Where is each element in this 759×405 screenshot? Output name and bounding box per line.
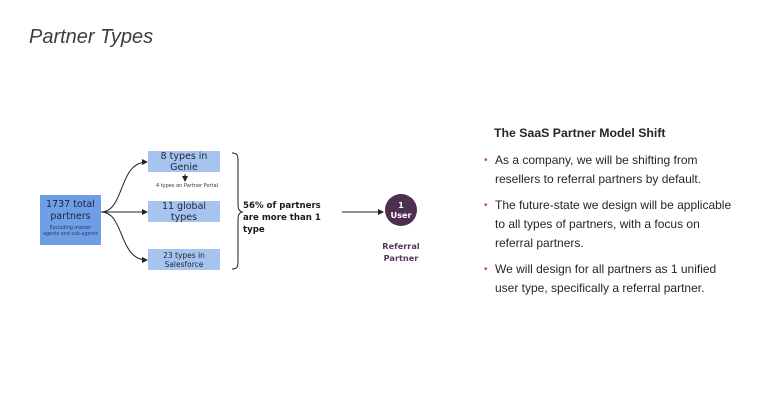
total-partners-note: Excluding master agents and sub-agents xyxy=(42,226,99,237)
user-circle: 1 User xyxy=(385,194,417,226)
global-types-label: 11 global types xyxy=(161,200,207,223)
global-types-box: 11 global types xyxy=(148,200,220,223)
bullet-icon: • xyxy=(484,155,488,166)
curly-brace-icon xyxy=(231,152,244,270)
page-title: Partner Types xyxy=(29,26,154,48)
salesforce-types-label: 23 types in Salesforce xyxy=(163,250,205,269)
bullet-icon: • xyxy=(484,200,488,211)
arrow-right-icon xyxy=(100,159,148,213)
genie-types-box: 8 types in Genie xyxy=(148,150,220,173)
salesforce-types-box: 23 types in Salesforce xyxy=(148,249,220,270)
bullet-list: • As a company, we will be shifting from… xyxy=(483,151,733,305)
list-item: • As a company, we will be shifting from… xyxy=(483,151,733,189)
bullet-icon: • xyxy=(484,264,488,275)
total-partners-box: 1737 total partners Excluding master age… xyxy=(40,195,101,245)
bullet-text: We will design for all partners as 1 uni… xyxy=(495,262,717,295)
bullet-text: As a company, we will be shifting from r… xyxy=(495,153,702,186)
list-item: • The future-state we design will be app… xyxy=(483,196,733,253)
multi-type-stat: 56% of partners are more than 1 type xyxy=(243,201,321,235)
user-circle-label: User xyxy=(390,210,412,220)
bullet-text: The future-state we design will be appli… xyxy=(495,198,732,250)
genie-types-label: 8 types in Genie xyxy=(160,150,208,173)
total-partners-label: 1737 total partners xyxy=(46,199,95,222)
referral-partner-caption: Referral Partner xyxy=(382,241,420,263)
arrow-right-icon xyxy=(100,211,148,263)
list-item: • We will design for all partners as 1 u… xyxy=(483,260,733,298)
user-circle-number: 1 xyxy=(398,200,404,210)
panel-heading: The SaaS Partner Model Shift xyxy=(494,126,666,140)
partner-portal-note: 4 types on Partner Portal xyxy=(155,183,219,189)
